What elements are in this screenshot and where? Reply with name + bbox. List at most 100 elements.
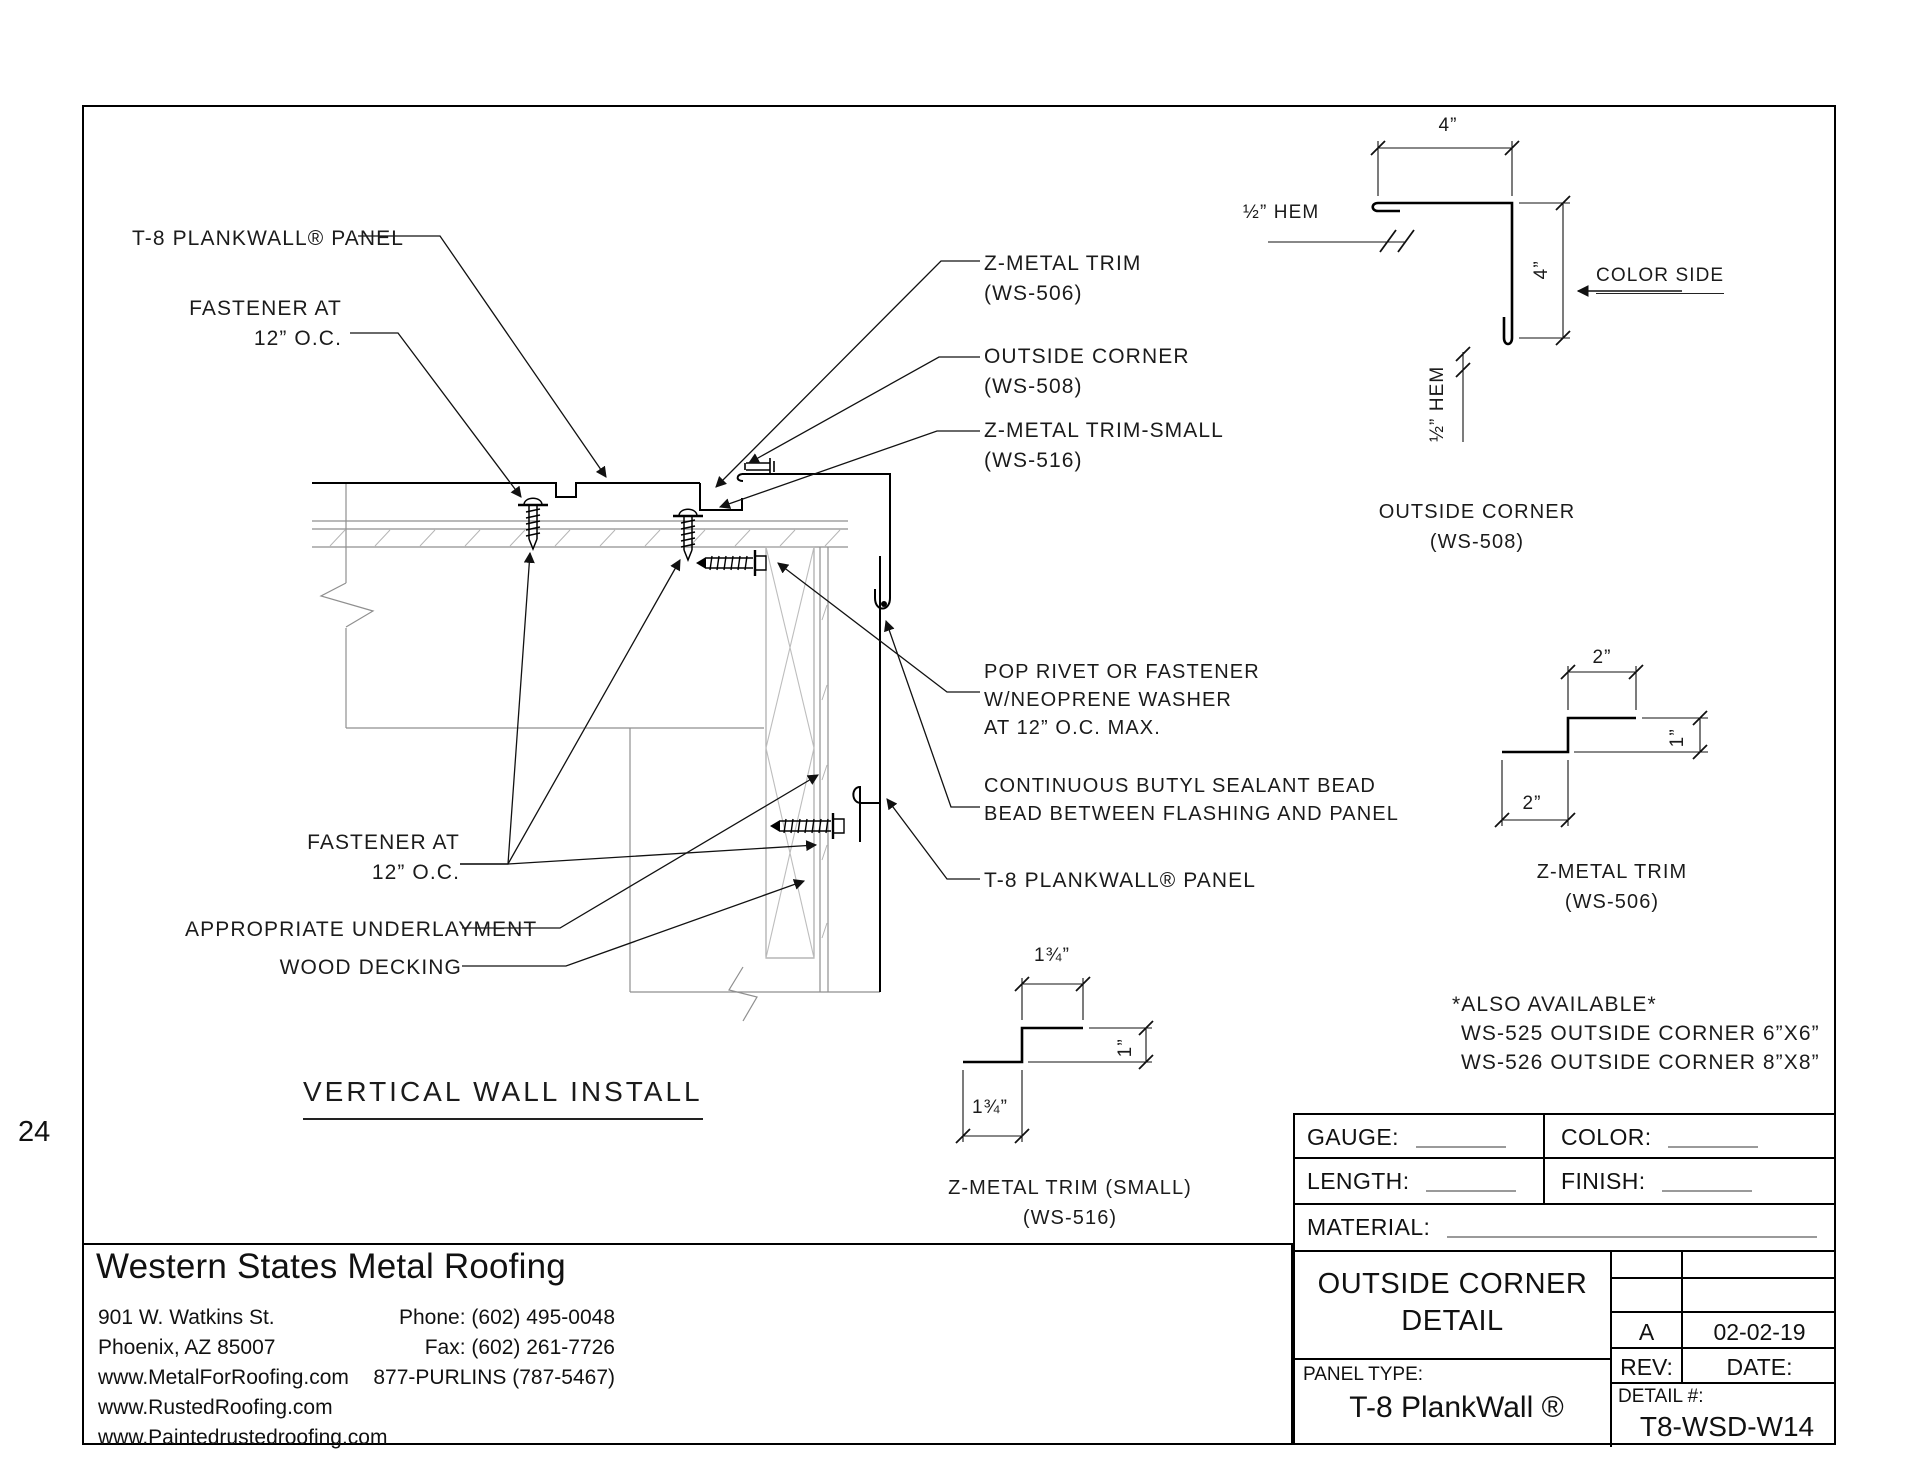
- z516-dim-side: 1”: [1115, 1038, 1137, 1058]
- fastener-upper-label: FASTENER AT 12” O.C.: [168, 294, 342, 355]
- detail-number-value: T8-WSD-W14: [1639, 1411, 1815, 1442]
- company-address1: 901 W. Watkins St.: [98, 1306, 275, 1329]
- gauge-field: GAUGE:: [1295, 1115, 1545, 1157]
- revision-empty-cell: [1683, 1279, 1836, 1311]
- corner-caption-line2: (WS-508): [1429, 531, 1525, 553]
- material-row: MATERIAL:: [1295, 1205, 1836, 1252]
- corner-profile-dims: [1268, 140, 1682, 442]
- panel-type-value: T-8 PlankWall ®: [1349, 1391, 1564, 1424]
- z506-profile-dims: [1494, 664, 1708, 828]
- z516-caption-line1: Z-METAL TRIM (SMALL): [948, 1177, 1192, 1199]
- material-blank: [1447, 1221, 1818, 1238]
- title-block: GAUGE: COLOR: LENGTH: FINISH: MATERIAL:: [1293, 1113, 1836, 1447]
- corner-hem-top: ½” HEM: [1243, 202, 1320, 223]
- length-label: LENGTH:: [1307, 1168, 1410, 1194]
- sheet-border: [82, 105, 1836, 1445]
- fastener-upper-line1: FASTENER AT: [189, 297, 342, 320]
- revision-empty-cell: [1683, 1252, 1836, 1277]
- company-web2: www.RustedRoofing.com: [98, 1396, 333, 1419]
- company-name: Western States Metal Roofing: [96, 1247, 566, 1286]
- company-address2: Phoenix, AZ 85007: [98, 1336, 276, 1359]
- company-phone: Phone: (602) 495-0048: [399, 1306, 615, 1329]
- also-available-header: *ALSO AVAILABLE*: [1452, 993, 1657, 1016]
- corner-hem-bottom: ½” HEM: [1427, 365, 1449, 442]
- length-blank: [1426, 1175, 1517, 1192]
- z506-dim-side: 1”: [1667, 728, 1689, 748]
- z-metal-trim-small-line1: Z-METAL TRIM-SMALL: [984, 419, 1224, 442]
- detail-title: OUTSIDE CORNER DETAIL: [1295, 1252, 1610, 1360]
- color-label: COLOR:: [1561, 1124, 1652, 1150]
- z-metal-trim-line1: Z-METAL TRIM: [984, 252, 1142, 275]
- pop-rivet-line2: W/NEOPRENE WASHER: [984, 689, 1232, 711]
- butyl-sealant-label: CONTINUOUS BUTYL SEALANT BEAD BEAD BETWE…: [984, 772, 1399, 828]
- wood-decking-label: WOOD DECKING: [279, 956, 462, 979]
- z-metal-trim-label: Z-METAL TRIM (WS-506): [984, 249, 1141, 310]
- z-metal-trim-line2: (WS-506): [984, 282, 1083, 306]
- decking-hatch: [329, 529, 841, 939]
- corner-caption-line1: OUTSIDE CORNER: [1378, 501, 1576, 523]
- horizontal-panel-face: [312, 482, 700, 498]
- gauge-label: GAUGE:: [1307, 1124, 1399, 1150]
- z-metal-trim-small-line2: (WS-516): [984, 449, 1083, 473]
- panel-and-flashing-lines: [312, 473, 891, 992]
- flashing-hem: [874, 589, 891, 610]
- z-metal-trim-small-label: Z-METAL TRIM-SMALL (WS-516): [984, 416, 1224, 477]
- length-field: LENGTH:: [1295, 1159, 1545, 1203]
- outside-corner-flashing: [742, 473, 891, 598]
- corner-dim-top: 4”: [1438, 115, 1458, 136]
- detail-number-label: DETAIL #:: [1618, 1386, 1704, 1407]
- revision-empty-row1: [1612, 1252, 1836, 1279]
- z-trim-small-step: [699, 483, 743, 511]
- z506-dim-top: 2”: [1592, 647, 1612, 668]
- outside-corner-line2: (WS-508): [984, 375, 1083, 399]
- finish-field: FINISH:: [1545, 1159, 1836, 1203]
- underlayment-label: APPROPRIATE UNDERLAYMENT: [185, 918, 538, 941]
- detail-number-cell: DETAIL #: T8-WSD-W14: [1612, 1384, 1836, 1447]
- butyl-line2: BEAD BETWEEN FLASHING AND PANEL: [984, 803, 1399, 825]
- fastener-lower-line2: 12” O.C.: [371, 861, 460, 885]
- fastener-upper-line2: 12” O.C.: [253, 327, 342, 351]
- fastener-screw-icon: [673, 508, 703, 563]
- panel-type-label: PANEL TYPE:: [1303, 1364, 1424, 1385]
- page-number: 24: [18, 1116, 51, 1148]
- z506-profile-metal: [1502, 716, 1636, 754]
- butyl-line1: CONTINUOUS BUTYL SEALANT BEAD: [984, 775, 1376, 797]
- detail-title-line2: DETAIL: [1401, 1305, 1504, 1337]
- horizontal-screw-icon: [770, 813, 845, 839]
- pop-rivet-line1: POP RIVET OR FASTENER: [984, 661, 1260, 683]
- color-field: COLOR:: [1545, 1115, 1836, 1157]
- length-finish-row: LENGTH: FINISH:: [1295, 1159, 1836, 1205]
- view-title: VERTICAL WALL INSTALL: [303, 1072, 703, 1120]
- gauge-blank: [1415, 1131, 1506, 1148]
- also-available-item2: WS-526 OUTSIDE CORNER 8”X8”: [1461, 1051, 1820, 1074]
- material-field: MATERIAL:: [1295, 1205, 1836, 1250]
- company-hotline: 877-PURLINS (787-5467): [373, 1366, 615, 1389]
- fastener-screw-icon: [518, 497, 548, 552]
- gauge-color-row: GAUGE: COLOR:: [1295, 1115, 1836, 1159]
- rev-date: 02-02-19: [1713, 1319, 1806, 1345]
- panel-type-cell: PANEL TYPE: T-8 PlankWall ®: [1295, 1360, 1610, 1447]
- color-side-label: COLOR SIDE: [1596, 262, 1725, 294]
- revision-empty-cell: [1612, 1279, 1683, 1311]
- company-address-column: 901 W. Watkins St. Phoenix, AZ 85007 www…: [98, 1303, 387, 1453]
- panel-clip: [852, 785, 880, 842]
- company-fax: Fax: (602) 261-7726: [424, 1336, 615, 1359]
- pop-rivet-line3: AT 12” O.C. MAX.: [984, 717, 1161, 739]
- flashing-end-cap: [736, 473, 744, 482]
- leader-lines: [350, 235, 980, 967]
- sealant-bead: [881, 601, 887, 607]
- revision-empty-row2: [1612, 1279, 1836, 1313]
- finish-label: FINISH:: [1561, 1168, 1646, 1194]
- panel-right-label: T-8 PLANKWALL® PANEL: [984, 869, 1257, 892]
- stud-x-bracing: [765, 546, 815, 959]
- pop-rivet-icon: [744, 458, 775, 475]
- z516-dim-bottom: 1¾”: [971, 1097, 1009, 1118]
- corner-profile-metal: [1371, 201, 1514, 346]
- company-block: Western States Metal Roofing 901 W. Watk…: [82, 1243, 1293, 1449]
- color-blank: [1668, 1131, 1759, 1148]
- z516-dim-top: 1¾”: [1033, 945, 1071, 966]
- outside-corner-label: OUTSIDE CORNER (WS-508): [984, 342, 1190, 403]
- material-label: MATERIAL:: [1307, 1214, 1431, 1240]
